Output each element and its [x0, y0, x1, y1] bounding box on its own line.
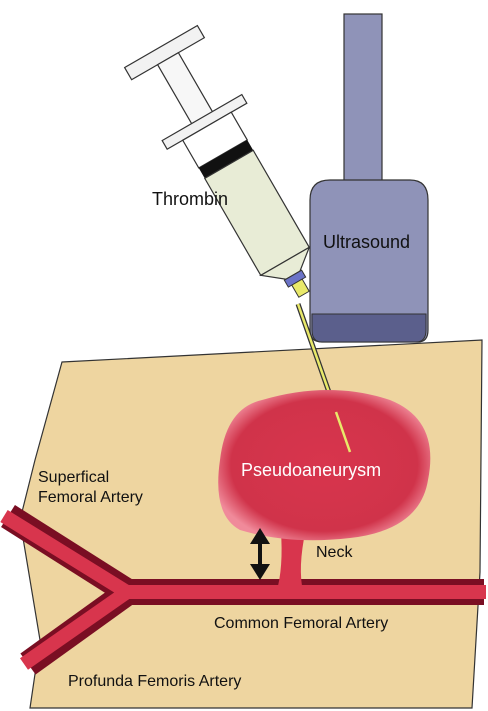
plunger-rod	[158, 53, 214, 126]
label-pseudoaneurysm: Pseudoaneurysm	[241, 460, 381, 480]
probe-tip	[312, 314, 426, 342]
label-superficial-1: Superfical	[38, 469, 109, 486]
probe-handle	[344, 14, 382, 194]
label-common-femoral: Common Femoral Artery	[214, 615, 388, 632]
label-neck: Neck	[316, 544, 353, 561]
label-profunda: Profunda Femoris Artery	[68, 673, 241, 690]
ultrasound-probe	[310, 14, 428, 342]
label-thrombin: Thrombin	[152, 189, 228, 209]
label-ultrasound: Ultrasound	[323, 232, 410, 252]
label-superficial-2: Femoral Artery	[38, 489, 143, 506]
